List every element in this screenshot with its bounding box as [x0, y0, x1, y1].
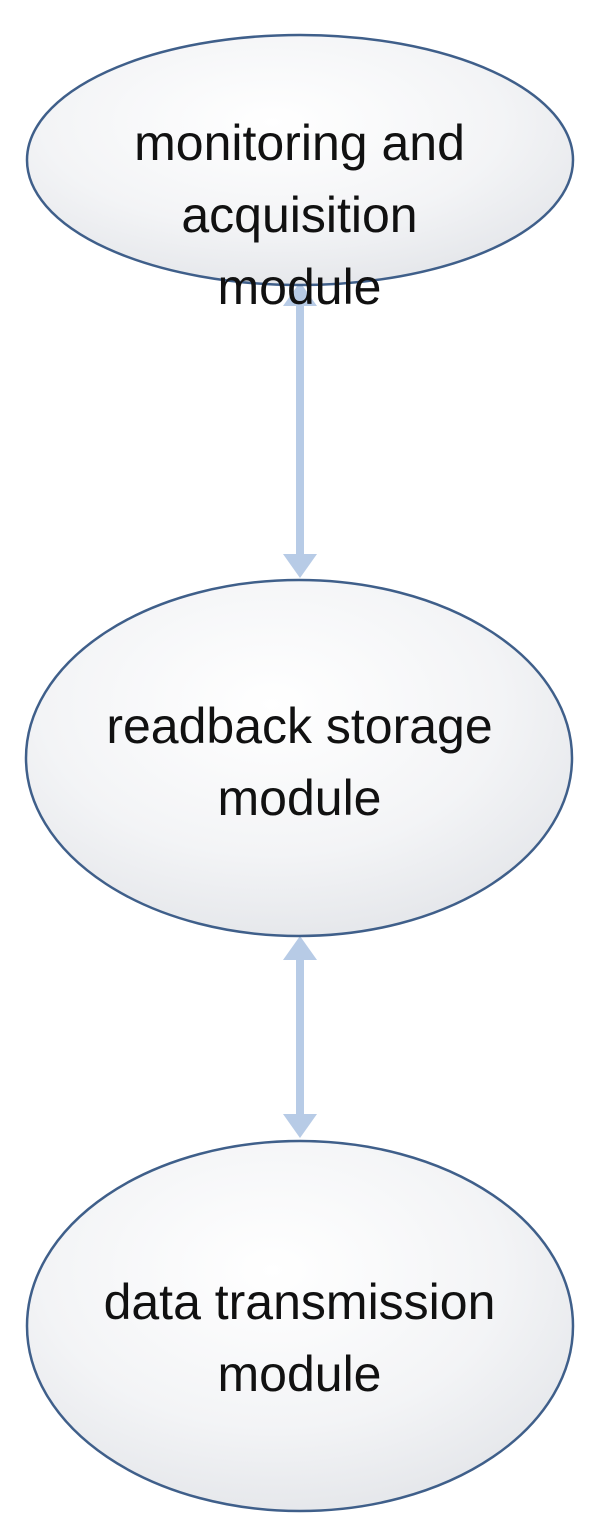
- node-transmission-ellipse: [25, 1139, 575, 1513]
- arrowhead-up-icon: [283, 282, 317, 306]
- node-transmission-line-1: data transmission: [103, 1274, 496, 1330]
- node-transmission-label: data transmission module: [0, 1266, 599, 1410]
- node-readback-line-2: module: [217, 770, 382, 826]
- connector-monitoring-readback: [283, 282, 317, 578]
- node-readback-ellipse: [24, 578, 574, 938]
- node-monitoring-label: monitoring and acquisition module: [0, 107, 599, 323]
- node-transmission-line-2: module: [217, 1346, 382, 1402]
- connector-readback-transmission: [283, 936, 317, 1138]
- arrowhead-down-icon: [283, 1114, 317, 1138]
- node-readback-label: readback storage module: [0, 690, 599, 834]
- node-monitoring-line-1: monitoring and: [134, 115, 465, 171]
- node-monitoring-line-3: module: [217, 259, 382, 315]
- node-monitoring-ellipse: [25, 33, 575, 287]
- arrowhead-down-icon: [283, 554, 317, 578]
- node-monitoring-line-2: acquisition: [181, 187, 418, 243]
- node-readback-line-1: readback storage: [106, 698, 493, 754]
- arrowhead-up-icon: [283, 936, 317, 960]
